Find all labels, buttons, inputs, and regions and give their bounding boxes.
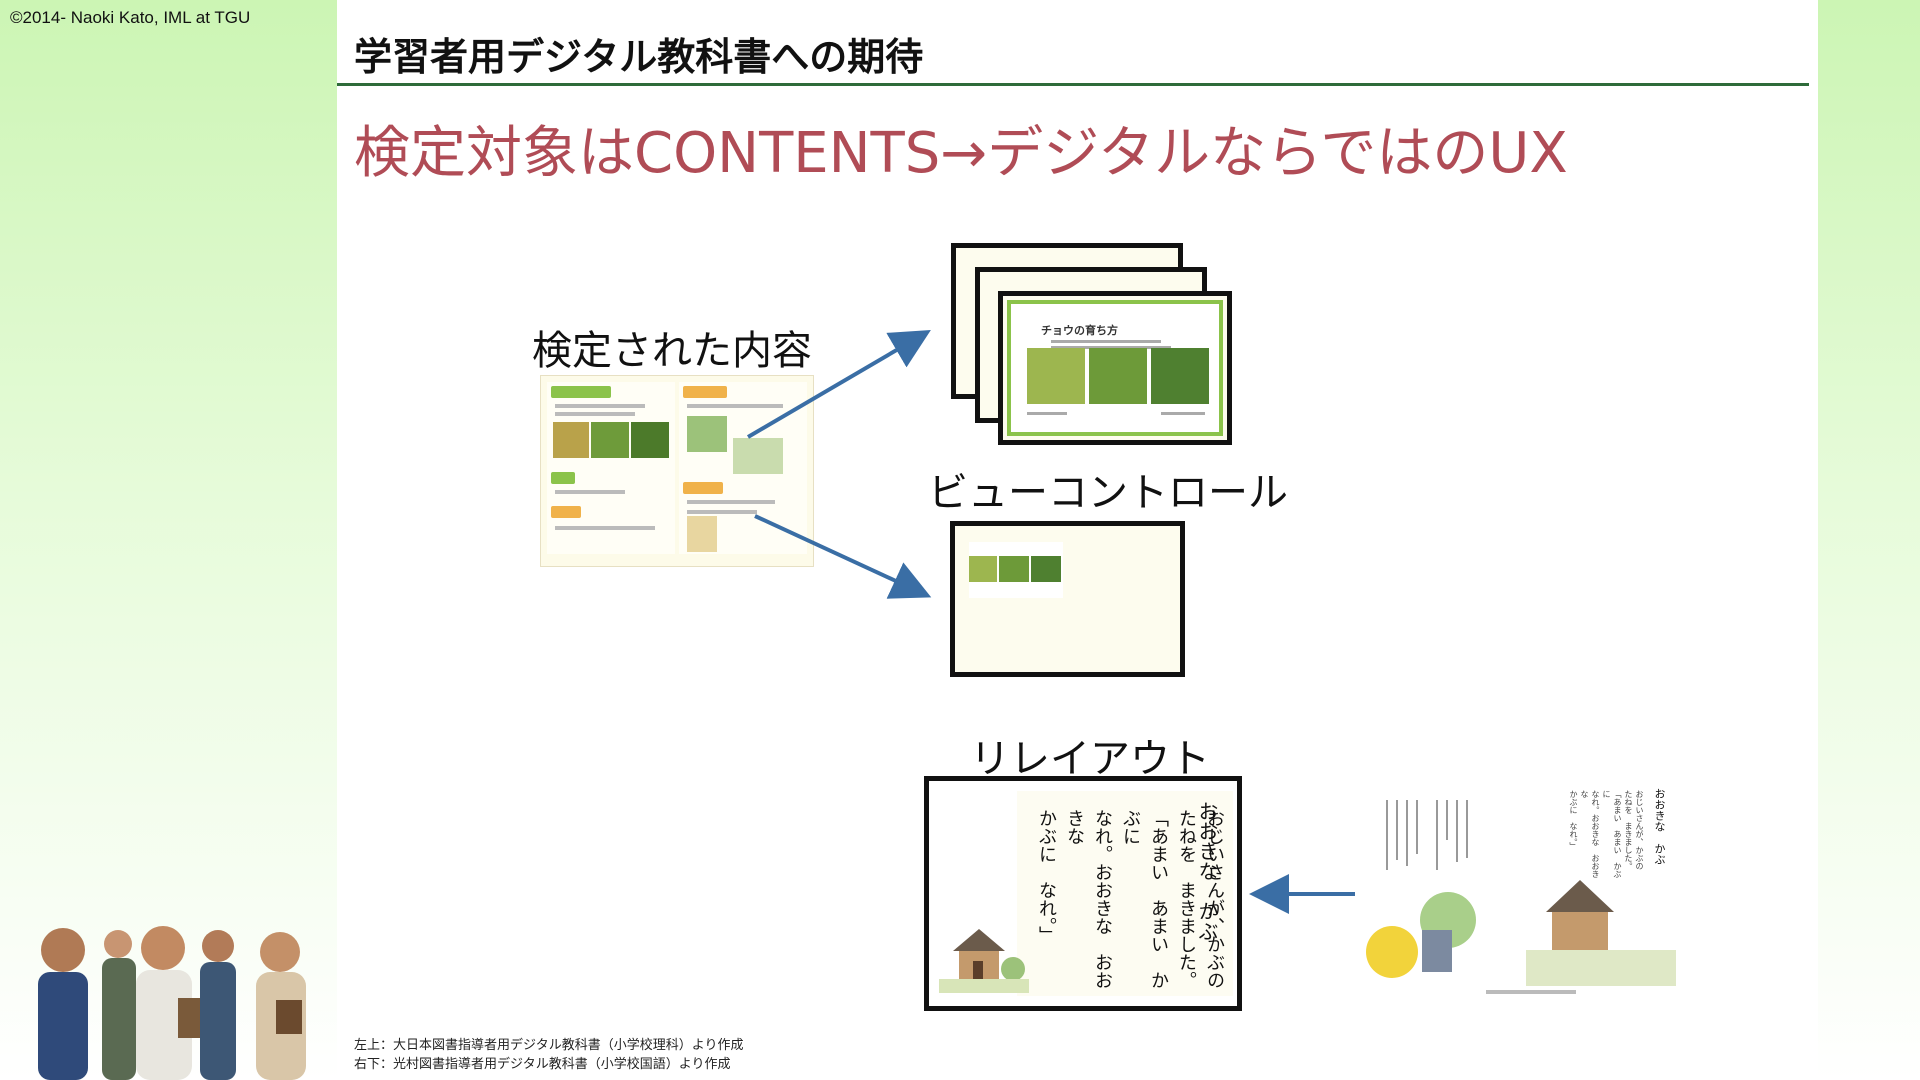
slide-subtitle: 検定対象はCONTENTS→デジタルならではのUX bbox=[354, 121, 1568, 186]
slide-title: 学習者用デジタル教科書への期待 bbox=[354, 35, 924, 79]
relayout-page: おおきな かぶ おじいさんが、かぶの たねを まきました。 「あまい あまい か… bbox=[924, 776, 1242, 1011]
reading-title: おおきな かぶ bbox=[1195, 801, 1219, 941]
approved-textbook-spread bbox=[540, 375, 814, 567]
credit-line-2: 右下：光村図書指導者用デジタル教科書（小学校国語）より作成 bbox=[354, 1057, 731, 1072]
label-view-control: ビューコントロール bbox=[928, 470, 1288, 516]
students-illustration bbox=[38, 926, 306, 1080]
copyright-notice: ©2014- Naoki Kato, IML at TGU bbox=[10, 8, 251, 27]
original-reading-spread: おおきな かぶ おじいさんが、かぶの たねを まきました。 「あまい あまい か… bbox=[1356, 780, 1690, 1002]
spread-left-page bbox=[547, 382, 675, 554]
spread-right-page bbox=[679, 382, 807, 554]
original-reading-body: おじいさんが、かぶの たねを まきました。 「あまい あまい かぶに なれ。おお… bbox=[1569, 790, 1644, 878]
relayout-text-panel bbox=[1017, 791, 1233, 996]
house-illustration bbox=[939, 929, 1029, 993]
original-reading-title: おおきな かぶ bbox=[1653, 788, 1666, 865]
label-approved-content: 検定された内容 bbox=[532, 328, 812, 374]
arrow-icon bbox=[746, 329, 931, 439]
arrow-icon bbox=[754, 514, 932, 599]
reading-illustrations bbox=[1366, 800, 1676, 994]
view-card-zoomed-out bbox=[950, 521, 1185, 677]
view-card-front: チョウの育ち方 bbox=[998, 291, 1232, 445]
left-sidebar-gradient bbox=[0, 0, 337, 1080]
title-divider bbox=[337, 83, 1809, 86]
science-page-title: チョウの育ち方 bbox=[1041, 324, 1118, 337]
label-relayout: リレイアウト bbox=[970, 736, 1210, 782]
right-sidebar-gradient bbox=[1818, 0, 1920, 1080]
credit-line-1: 左上：大日本図書指導者用デジタル教科書（小学校理科）より作成 bbox=[354, 1038, 744, 1053]
reading-body: おじいさんが、かぶの たねを まきました。 「あまい あまい かぶに なれ。おお… bbox=[1036, 809, 1225, 989]
